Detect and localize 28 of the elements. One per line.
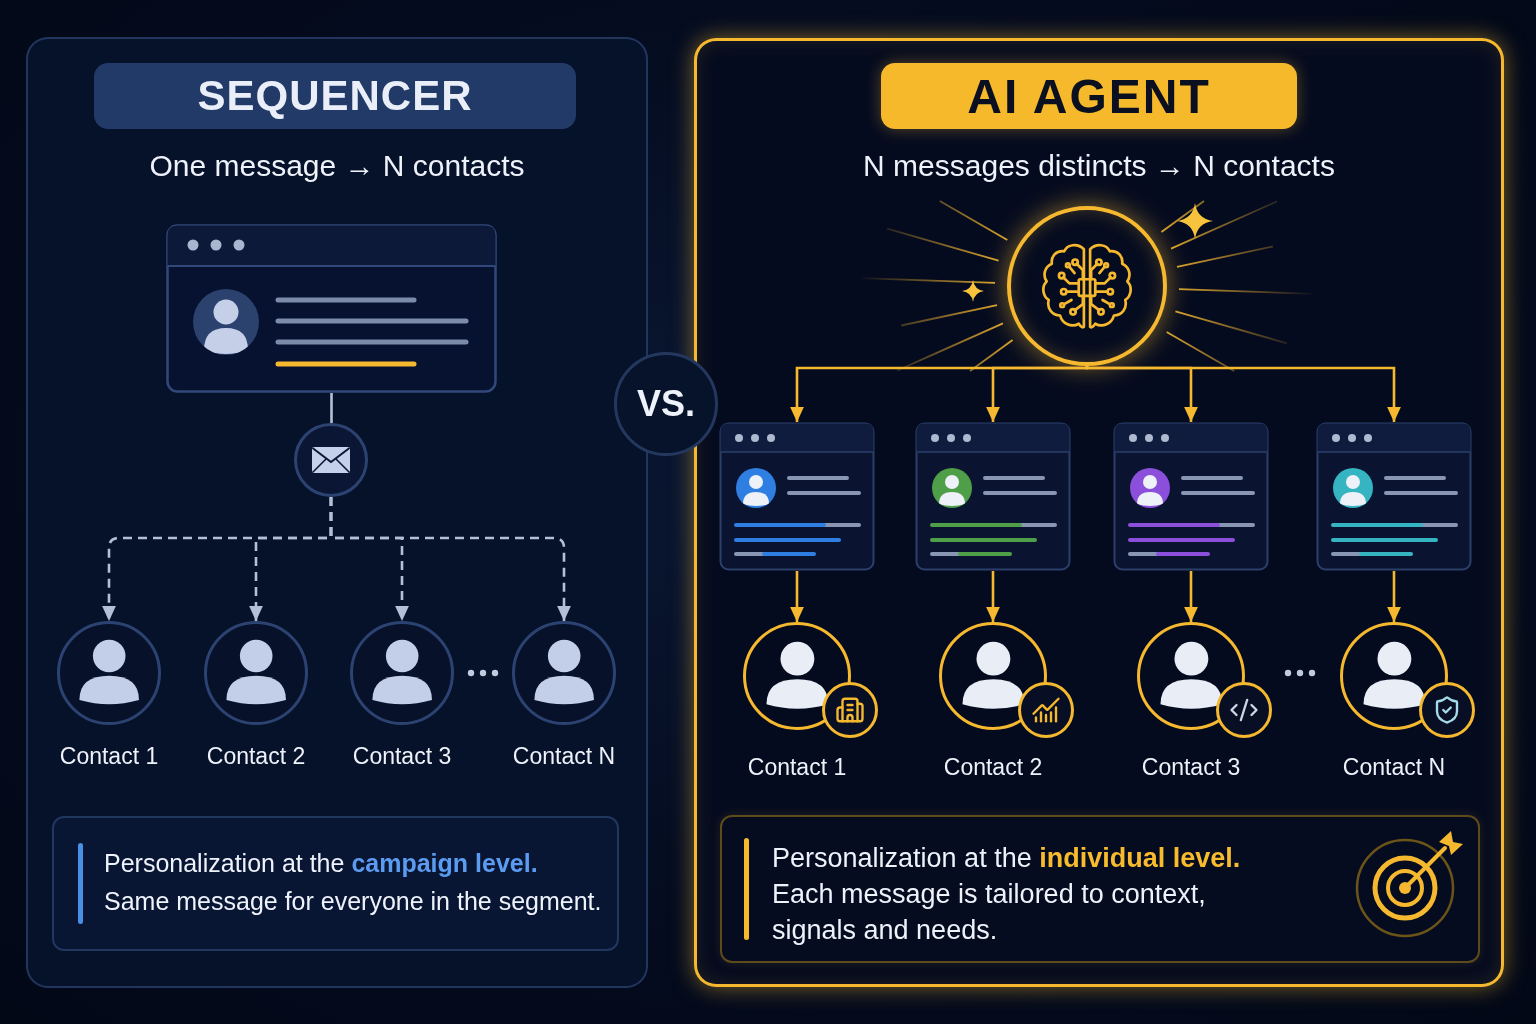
contact-label: Contact 2 <box>206 742 306 770</box>
arrow <box>986 571 1000 622</box>
glowing-circle <box>1007 206 1167 366</box>
note-text: Each message is tailored to context, signals and needs. <box>772 878 1207 947</box>
panel-subtitle: N messages distincts → N contacts <box>863 148 1335 184</box>
comparison-panel <box>694 38 1504 987</box>
panel-subtitle: One message → N contacts <box>149 148 525 184</box>
panel-title: SEQUENCER <box>94 63 576 129</box>
contact-label: Contact 2 <box>943 753 1043 781</box>
note-text: Personalization at the individual level. <box>772 842 1241 875</box>
contact-label: Contact N <box>512 742 616 770</box>
arrow <box>1085 365 1401 422</box>
arrow <box>790 571 804 622</box>
contact-label: Contact 3 <box>352 742 452 770</box>
arrow <box>1387 571 1401 622</box>
contact-label: Contact 1 <box>747 753 847 781</box>
note-card <box>52 816 619 951</box>
arrow <box>986 365 1089 422</box>
arrow <box>1184 571 1198 622</box>
note-text: Same message for everyone in the segment. <box>104 886 602 917</box>
dashed-arrow <box>329 497 571 621</box>
contact-label: Contact N <box>1342 753 1446 781</box>
note-card <box>720 815 1480 963</box>
note-text: Personalization at the campaign level. <box>104 848 538 879</box>
panel-title: AI AGENT <box>881 63 1297 129</box>
contact-label: Contact 1 <box>59 742 159 770</box>
contact-label: Contact 3 <box>1141 753 1241 781</box>
connector-line <box>330 393 333 423</box>
